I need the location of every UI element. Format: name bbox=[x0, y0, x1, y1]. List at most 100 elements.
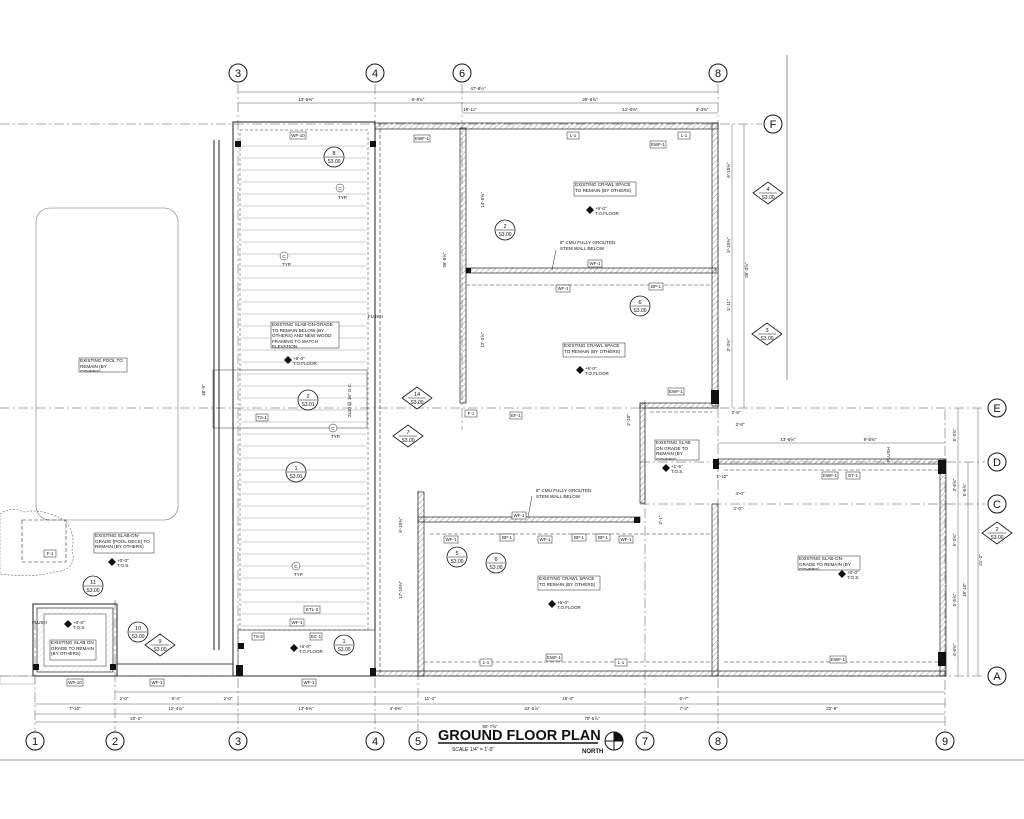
svg-text:WF-1: WF-1 bbox=[621, 537, 632, 542]
tag-wf1-f: WF-1 bbox=[443, 535, 459, 544]
svg-text:+6'-0": +6'-0" bbox=[595, 206, 607, 211]
svg-text:BP-1: BP-1 bbox=[598, 535, 609, 540]
section-sheet: S3.00 bbox=[153, 647, 166, 653]
svg-text:TYP.: TYP. bbox=[338, 195, 347, 200]
note-slab-left: EXISTING SLAB ON GRADE TO REMAIN (BY OTH… bbox=[49, 639, 97, 661]
section-number: 4 bbox=[766, 187, 769, 193]
svg-text:2: 2 bbox=[112, 736, 118, 748]
svg-text:26'-3⅝": 26'-3⅝" bbox=[744, 262, 749, 278]
svg-text:FLUSH: FLUSH bbox=[368, 314, 383, 319]
svg-text:WF-1: WF-1 bbox=[152, 680, 163, 685]
tag-ts1: TS-1 bbox=[255, 413, 269, 422]
plan-scale: SCALE 1/4" = 1'-0" bbox=[452, 747, 494, 753]
svg-text:TYP.: TYP. bbox=[294, 572, 303, 577]
svg-text:2x10 @ 16" O.C.: 2x10 @ 16" O.C. bbox=[347, 383, 352, 417]
tag-ewf1-f: EWF-1 bbox=[829, 655, 847, 664]
svg-text:22'-5⅞": 22'-5⅞" bbox=[524, 706, 540, 711]
svg-text:2'-8": 2'-8" bbox=[736, 422, 745, 427]
section-number: 11 bbox=[90, 580, 96, 586]
svg-text:T.O.S.: T.O.S. bbox=[671, 469, 684, 474]
tag-ewf1-d: EWF-1 bbox=[821, 471, 839, 480]
tag-bp1-b: BP-1 bbox=[499, 533, 515, 542]
section-sheet: S3.00 bbox=[498, 232, 511, 238]
svg-text:7'-3": 7'-3" bbox=[680, 706, 689, 711]
north-arrow-icon bbox=[604, 731, 624, 751]
svg-text:+6'-0": +6'-0" bbox=[585, 366, 597, 371]
svg-text:2'-1": 2'-1" bbox=[658, 515, 663, 524]
svg-text:2'-6": 2'-6" bbox=[732, 410, 741, 415]
grid-bubble-5: 5 bbox=[408, 731, 428, 751]
section-number: 6 bbox=[638, 300, 641, 306]
svg-text:TYP.: TYP. bbox=[331, 434, 340, 439]
tag-ewf1-e: EWF-1 bbox=[545, 653, 563, 662]
tag-bp1-a: BP-1 bbox=[648, 282, 664, 291]
svg-text:F-1: F-1 bbox=[468, 411, 475, 416]
svg-text:BP-1: BP-1 bbox=[574, 535, 585, 540]
pool-outline bbox=[0, 207, 179, 576]
svg-text:A: A bbox=[993, 671, 1001, 683]
note-crawl-f: EXISTING CRAWL SPACE TO REMAIN (BY OTHER… bbox=[573, 181, 637, 197]
svg-text:FLUSH: FLUSH bbox=[32, 620, 47, 625]
wood-framing-area: 2x10 @ 16" O.C. bbox=[212, 121, 376, 677]
svg-text:3'-3⅜": 3'-3⅜" bbox=[696, 107, 709, 112]
section-marker: 6S3.00 bbox=[485, 552, 507, 574]
svg-text:14'-5⅜": 14'-5⅜" bbox=[480, 192, 485, 208]
svg-text:22'-9": 22'-9" bbox=[826, 706, 838, 711]
svg-text:WF-10: WF-10 bbox=[291, 133, 305, 138]
note-crawl-low: EXISTING CRAWL SPACE TO REMAIN (BY OTHER… bbox=[537, 575, 601, 591]
tag-l1-d: L-1 bbox=[614, 658, 628, 667]
svg-text:4'-6⅜": 4'-6⅜" bbox=[952, 643, 957, 656]
tag-etl2: ETL-2 bbox=[303, 605, 321, 614]
grid-bubbles-right: F E D C A bbox=[763, 114, 1007, 686]
section-sheet: S3.00 bbox=[337, 647, 350, 653]
svg-text:47'-8½": 47'-8½" bbox=[470, 85, 486, 91]
columns bbox=[33, 141, 946, 676]
svg-text:EWF-1: EWF-1 bbox=[831, 657, 845, 662]
grid-bubble-1: 1 bbox=[25, 731, 45, 751]
svg-text:9'-4": 9'-4" bbox=[172, 696, 181, 701]
grid-bubble-4-top: 4 bbox=[365, 63, 385, 83]
svg-text:L-1: L-1 bbox=[681, 133, 688, 138]
svg-text:9'-5⅝": 9'-5⅝" bbox=[864, 437, 877, 442]
plan-title-block: GROUND FLOOR PLAN SCALE 1/4" = 1'-0" NOR… bbox=[438, 728, 624, 755]
section-number: 5 bbox=[455, 551, 458, 557]
svg-text:F: F bbox=[770, 119, 777, 131]
tag-et1: ET-1 bbox=[845, 471, 861, 480]
section-marker: 5S3.00 bbox=[446, 546, 468, 568]
grid-bubble-9: 9 bbox=[935, 731, 955, 751]
svg-text:18'-10": 18'-10" bbox=[962, 583, 967, 597]
tag-wf1-e: WF-1 bbox=[618, 535, 634, 544]
svg-text:7'-10": 7'-10" bbox=[69, 706, 81, 711]
member-tags: EWF-1 L-1 L-1 EWF-1 WF-1 WF-1 BP-1 EWF-1… bbox=[43, 131, 861, 687]
tag-wf1-i: WF-1 bbox=[289, 618, 305, 627]
elev-floor-mid: +6'-0"T.O.FLOOR bbox=[576, 366, 610, 376]
svg-text:6'-10⅝": 6'-10⅝" bbox=[726, 162, 731, 178]
room-notes: EXISTING CRAWL SPACE TO REMAIN (BY OTHER… bbox=[32, 181, 891, 661]
elev-pool-deck: +0'-0"T.O.S. bbox=[108, 558, 130, 568]
svg-text:5'-3⅝": 5'-3⅝" bbox=[952, 533, 957, 546]
tag-wf1-a: WF-1 bbox=[587, 259, 603, 268]
section-number: 14 bbox=[414, 392, 420, 398]
section-sheet: S3.00 bbox=[327, 159, 340, 165]
grid-bubble-2: 2 bbox=[105, 731, 125, 751]
svg-text:20'-2": 20'-2" bbox=[130, 716, 142, 721]
svg-text:T.O.FLOOR: T.O.FLOOR bbox=[557, 605, 582, 610]
svg-text:T.O.S.: T.O.S. bbox=[117, 563, 130, 568]
section-marker: 1S3.01 bbox=[285, 461, 307, 483]
svg-text:+0'-0": +0'-0" bbox=[73, 620, 85, 625]
svg-text:21'-2": 21'-2" bbox=[978, 554, 983, 566]
svg-text:T.O.FLOOR: T.O.FLOOR bbox=[293, 361, 318, 366]
dimensions-top: 47'-8½" 13'-5⅜" 6'-8¾" 25'-6⅞" 19'-11" 1… bbox=[238, 85, 718, 114]
svg-text:WF-1: WF-1 bbox=[292, 620, 303, 625]
svg-text:5'-8⅞": 5'-8⅞" bbox=[962, 483, 967, 496]
svg-text:5'-10⅝": 5'-10⅝" bbox=[726, 237, 731, 253]
svg-text:11'-0⅜": 11'-0⅜" bbox=[623, 107, 638, 112]
grid-bubble-3-top: 3 bbox=[228, 63, 248, 83]
svg-text:ET-1: ET-1 bbox=[848, 473, 858, 478]
svg-text:TYP.: TYP. bbox=[282, 262, 291, 267]
svg-text:+6'-0": +6'-0" bbox=[557, 600, 569, 605]
svg-text:13'-6⅝": 13'-6⅝" bbox=[780, 437, 796, 442]
svg-text:16'-4": 16'-4" bbox=[562, 696, 574, 701]
dimensions-misc: 13'-6⅝" 9'-5⅝" 2'-8" 2'-6" 2'-10" 2'-0" … bbox=[201, 192, 945, 599]
